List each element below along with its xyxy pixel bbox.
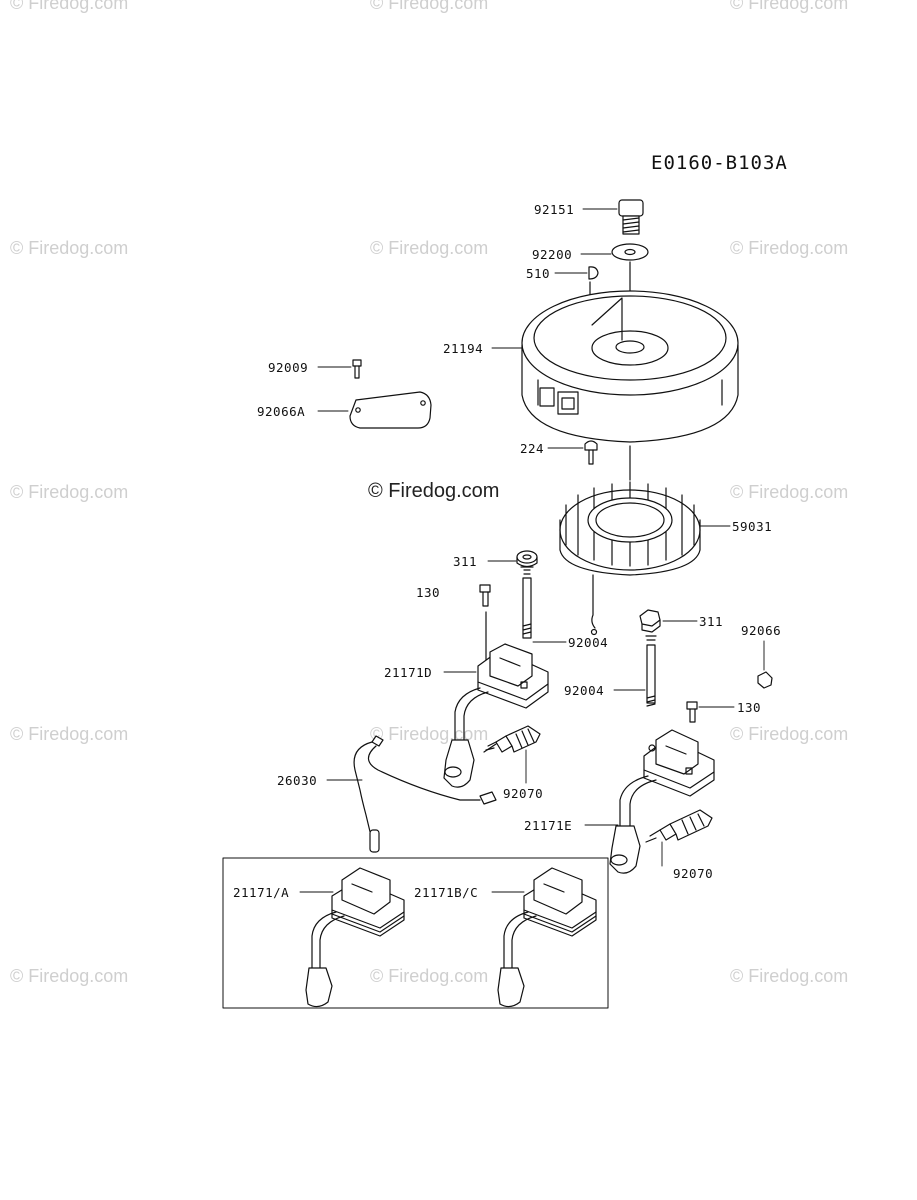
ignition-coil-21171BC xyxy=(497,867,597,1008)
watermark: © Firedog.com xyxy=(10,724,129,744)
part-label-92200: 92200 xyxy=(532,247,573,262)
key-510 xyxy=(588,266,599,280)
part-label-510: 510 xyxy=(526,266,551,281)
part-label-92070-left: 92070 xyxy=(503,786,544,801)
watermark: © Firedog.com xyxy=(10,966,129,986)
part-label-21171E: 21171E xyxy=(524,818,573,833)
wire-26030 xyxy=(353,735,497,853)
spark-plug-92070-right xyxy=(645,809,713,843)
stator-59031 xyxy=(559,481,701,636)
nut-311-left xyxy=(516,550,538,568)
part-label-92066: 92066 xyxy=(741,623,782,638)
part-label-92009: 92009 xyxy=(268,360,309,375)
watermark: © Firedog.com xyxy=(10,482,129,502)
part-label-92004-right: 92004 xyxy=(564,683,605,698)
part-label-21171A: 21171/A xyxy=(233,885,290,900)
watermark: © Firedog.com xyxy=(730,966,849,986)
watermark: © Firedog.com xyxy=(730,482,849,502)
part-label-92066A: 92066A xyxy=(257,404,306,419)
part-label-21194: 21194 xyxy=(443,341,484,356)
watermark: © Firedog.com xyxy=(10,238,129,258)
ignition-coil-21171E xyxy=(609,729,715,874)
nut-311-right xyxy=(639,609,661,633)
watermark: © Firedog.com xyxy=(370,0,489,13)
part-label-130-right: 130 xyxy=(737,700,762,715)
bolt-130-left xyxy=(479,584,491,661)
stud-92004-left xyxy=(520,566,534,639)
part-label-311-right: 311 xyxy=(699,614,724,629)
screw-224 xyxy=(584,440,598,465)
part-label-92004-left: 92004 xyxy=(568,635,609,650)
flywheel-21194 xyxy=(521,290,739,443)
ignition-coil-21171A xyxy=(305,867,405,1008)
watermark-center: © Firedog.com xyxy=(368,480,500,502)
watermark: © Firedog.com xyxy=(370,966,489,986)
watermark: © Firedog.com xyxy=(730,0,849,13)
bolt-130-right xyxy=(686,701,698,723)
part-label-21171BC: 21171B/C xyxy=(414,885,479,900)
part-label-26030: 26030 xyxy=(277,773,318,788)
part-label-59031: 59031 xyxy=(732,519,773,534)
part-label-92151: 92151 xyxy=(534,202,575,217)
plate-92066A xyxy=(349,391,432,429)
watermark: © Firedog.com xyxy=(730,724,849,744)
ignition-coil-21171D xyxy=(443,643,549,788)
alternative-coils-frame xyxy=(222,857,609,1009)
watermark: © Firedog.com xyxy=(370,724,489,744)
spark-plug-92070-left xyxy=(483,725,541,753)
watermark: © Firedog.com xyxy=(730,238,849,258)
part-label-21171D: 21171D xyxy=(384,665,433,680)
part-label-130-left: 130 xyxy=(416,585,441,600)
washer-92200 xyxy=(611,243,649,261)
watermark: © Firedog.com xyxy=(370,238,489,258)
stud-92004-right xyxy=(645,635,657,707)
diagram-code: E0160-B103A xyxy=(651,152,788,174)
nut-92066 xyxy=(757,671,773,689)
part-label-224: 224 xyxy=(520,441,545,456)
screw-92009 xyxy=(352,359,362,379)
watermark: © Firedog.com xyxy=(10,0,129,13)
part-label-92070-right: 92070 xyxy=(673,866,714,881)
part-label-311-left: 311 xyxy=(453,554,478,569)
bolt-92151 xyxy=(618,199,644,235)
leader-lines xyxy=(299,208,765,893)
